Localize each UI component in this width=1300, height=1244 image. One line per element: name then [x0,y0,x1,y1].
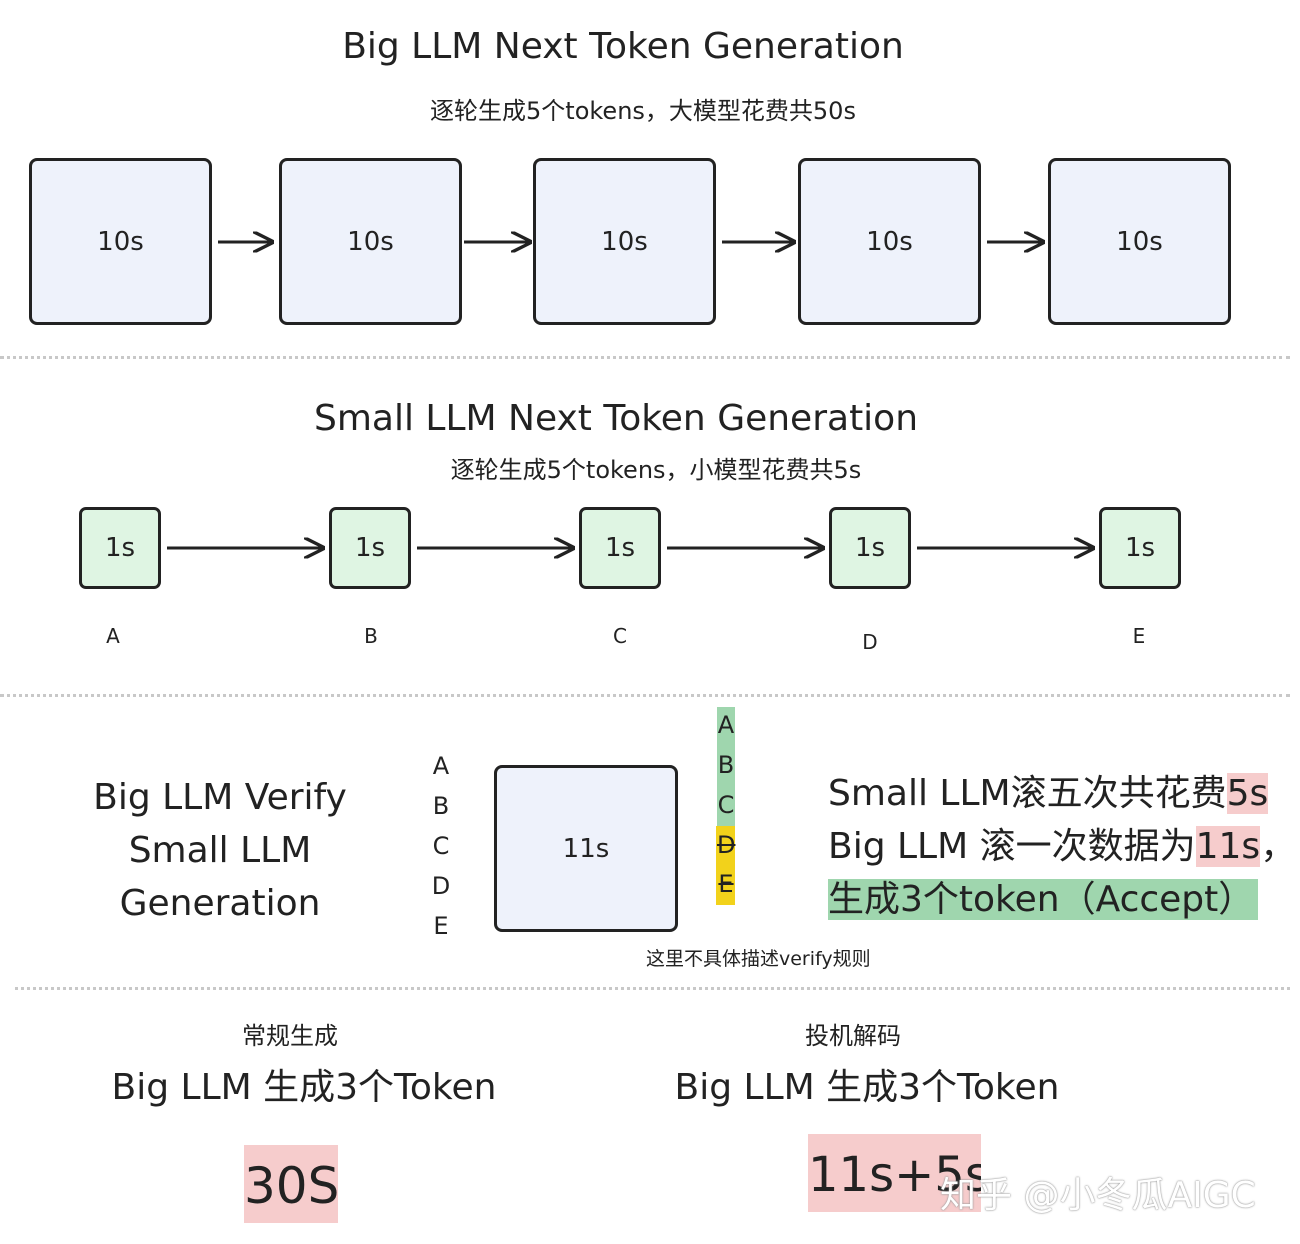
section-divider-3 [15,987,1290,990]
desc-line-3: 生成3个token（Accept） [828,873,1296,926]
verify-title: Big LLM Verify Small LLM Generation [60,771,380,930]
speculative-decoding-label: 投机解码 [805,1022,901,1050]
box-label: 10s [347,226,394,257]
box-label: 10s [601,226,648,257]
box-label: 1s [354,533,386,563]
box-label: 1s [854,533,886,563]
small-token-box-1: 1s [79,507,161,589]
accept-result: 生成3个token（Accept） [828,879,1259,920]
big-token-box-4: 10s [798,158,981,325]
big-token-box-1: 10s [29,158,212,325]
token-label-d: D [862,630,878,654]
box-label: 1s [604,533,636,563]
token-label-b: B [364,624,378,648]
input-token-c: C [432,832,450,860]
token-label-c: C [613,624,627,648]
normal-generation-value: 30S [244,1145,339,1223]
accepted-highlight [717,707,735,828]
input-token-d: D [431,872,451,900]
output-token-d: D [717,831,736,859]
verify-title-line-1: Big LLM Verify [93,777,347,818]
desc-line-2-suffix: ， [1260,826,1297,867]
watermark: 知乎 @小冬瓜AIGC [940,1175,1256,1216]
box-label: 1s [104,533,136,563]
big-llm-title: Big LLM Next Token Generation [342,26,904,67]
small-token-box-3: 1s [579,507,661,589]
output-token-b: B [717,751,735,779]
output-token-c: C [717,791,735,819]
output-token-e: E [718,870,734,898]
desc-line-2-text: Big LLM 滚一次数据为 [828,826,1196,867]
rejected-highlight [716,826,735,905]
section-divider-2 [0,694,1290,697]
verify-input-tokens: A B C D E [428,746,454,946]
big-token-box-2: 10s [279,158,462,325]
input-token-e: E [433,912,449,940]
verify-title-line-2: Small LLM [128,830,312,871]
big-cost-value: 11s [1195,826,1261,867]
box-label: 1s [1124,533,1156,563]
output-token-a: A [717,711,735,739]
box-label: 11s [562,833,610,864]
box-label: 10s [97,226,144,257]
normal-generation-title: Big LLM 生成3个Token [111,1067,497,1108]
small-cost-value: 5s [1226,773,1269,814]
big-token-box-5: 10s [1048,158,1231,325]
big-llm-subtitle: 逐轮生成5个tokens，大模型花费共50s [430,97,856,125]
input-token-b: B [432,792,450,820]
box-label: 10s [1116,226,1163,257]
speculative-decoding-title: Big LLM 生成3个Token [674,1067,1060,1108]
desc-line-2: Big LLM 滚一次数据为11s， [828,820,1296,873]
small-token-box-5: 1s [1099,507,1181,589]
small-token-box-4: 1s [829,507,911,589]
input-token-a: A [432,752,450,780]
box-label: 10s [866,226,913,257]
speculative-decoding-value: 11s+5s [808,1134,981,1212]
verify-box: 11s [494,765,678,932]
small-token-box-2: 1s [329,507,411,589]
small-llm-subtitle: 逐轮生成5个tokens，小模型花费共5s [450,456,862,484]
desc-line-1: Small LLM滚五次共花费5s [828,767,1296,820]
token-label-a: A [106,624,120,648]
desc-line-1-text: Small LLM滚五次共花费 [828,773,1227,814]
small-llm-title: Small LLM Next Token Generation [313,398,919,439]
verify-title-line-3: Generation [119,883,321,924]
big-token-box-3: 10s [533,158,716,325]
token-label-e: E [1132,624,1146,648]
section-divider-1 [0,356,1290,359]
verify-description: Small LLM滚五次共花费5s Big LLM 滚一次数据为11s， 生成3… [828,767,1296,926]
verify-note: 这里不具体描述verify规则 [646,948,871,970]
normal-generation-label: 常规生成 [242,1022,338,1050]
